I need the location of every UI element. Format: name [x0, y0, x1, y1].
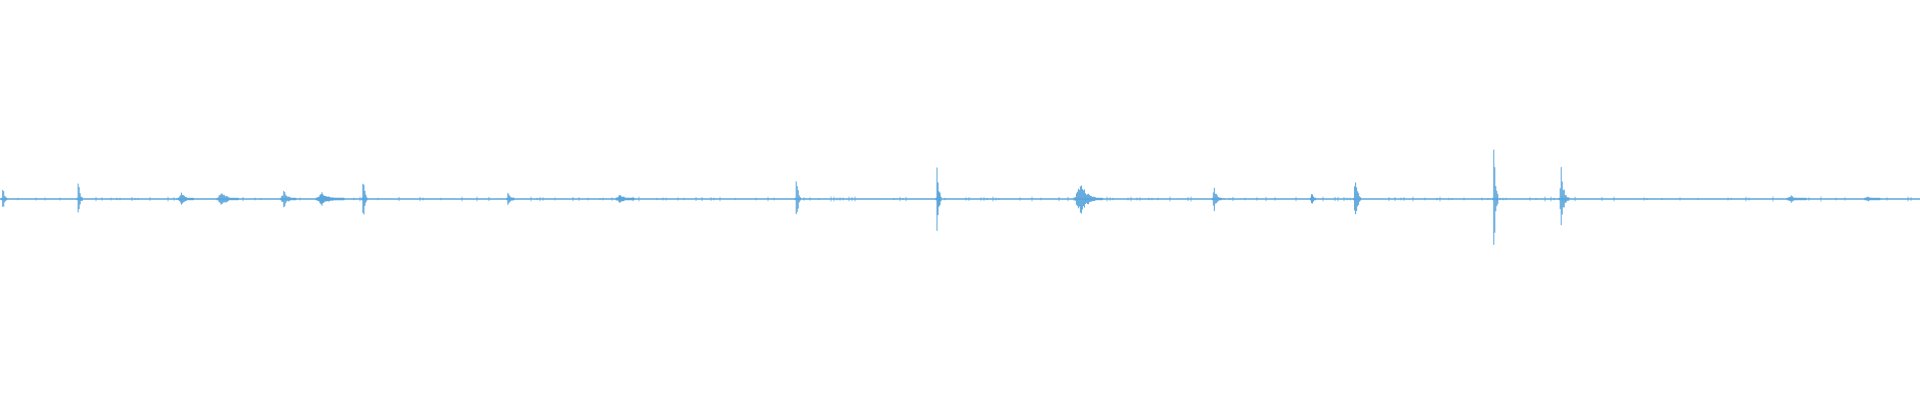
waveform-burst — [1558, 167, 1569, 226]
waveform-burst — [1073, 185, 1103, 214]
waveform-burst — [315, 192, 345, 206]
waveform-burst — [794, 181, 801, 215]
waveform-burst — [216, 193, 239, 205]
waveform-burst — [1211, 187, 1222, 212]
waveform-burst — [177, 192, 194, 205]
waveform-burst — [615, 194, 635, 203]
waveform-burst — [1353, 182, 1362, 215]
waveform-noise — [17, 196, 1912, 202]
waveform-burst — [76, 183, 83, 213]
waveform-burst — [1492, 149, 1499, 245]
waveform-burst — [1, 190, 8, 207]
waveform-burst — [1786, 195, 1806, 203]
waveform-burst — [1864, 196, 1881, 202]
waveform-baseline — [0, 198, 1920, 200]
